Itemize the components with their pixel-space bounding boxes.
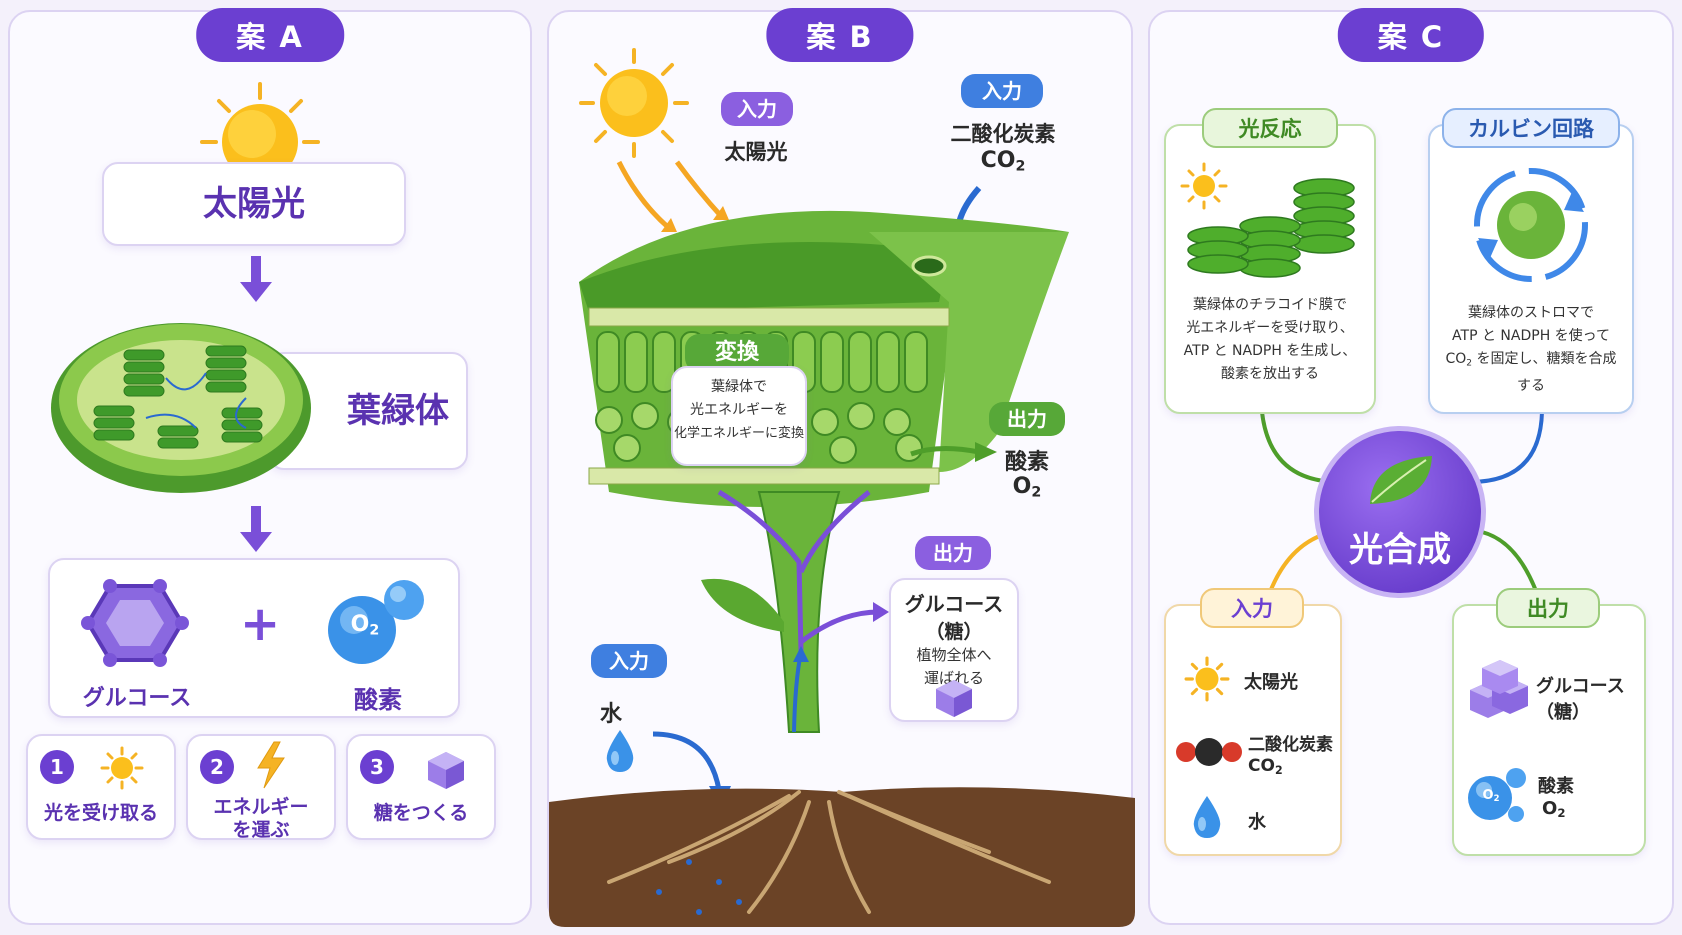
arrow-down-icon: [240, 256, 272, 302]
step-1-number: 1: [40, 750, 74, 784]
input-water-label: 水: [599, 702, 622, 727]
plant-stem: [701, 489, 889, 733]
sugar-cube-icon: [428, 752, 464, 789]
calvin-line4: する: [1517, 378, 1545, 395]
light-reaction-pill: 光反応: [1202, 108, 1338, 148]
sun-icon: [100, 746, 144, 790]
calvin-cycle-text: 葉緑体のストロマで ATP と NADPH を使って CO2 を固定し、糖類を合…: [1428, 302, 1634, 398]
panel-c: 案 C 光反応 葉緑体のチラコイド膜で 光エネルギーを受け取り、 ATP と N…: [1148, 8, 1674, 925]
panel-c-tag: 案 C: [1337, 8, 1485, 62]
output-glucose-line4: 運ばれる: [923, 669, 984, 687]
sunlight-box: 太陽光: [102, 162, 406, 246]
chloroplast-label: 葉緑体: [347, 391, 449, 431]
sunlight-label: 太陽光: [203, 184, 305, 224]
output-glucose-line3: 植物全体へ: [916, 646, 992, 664]
input-box: [1164, 604, 1342, 856]
glucose-label: グルコース: [82, 686, 192, 711]
o2-icon-text: O2: [350, 612, 380, 639]
sun-icon: [579, 48, 689, 158]
step-2-number: 2: [200, 750, 234, 784]
oxygen-label: 酸素: [354, 686, 402, 714]
light-line2: 光エネルギーを受け取り、: [1186, 320, 1354, 336]
output-o2-formula: O2: [1542, 798, 1566, 820]
output-glucose-line2: （糖）: [925, 621, 983, 643]
step-2-label-line1: エネルギー: [213, 796, 309, 818]
glucose-hexagon-icon: [81, 579, 189, 667]
step-3-number: 3: [360, 750, 394, 784]
convert-line1: 葉緑体で: [711, 379, 767, 395]
light-line4: 酸素を放出する: [1221, 366, 1319, 382]
calvin-cycle-pill: カルビン回路: [1442, 108, 1620, 148]
step-3-label: 糖をつくる: [373, 802, 469, 824]
light-line3: ATP と NADPH を生成し、: [1183, 343, 1357, 359]
convert-pill: 変換: [685, 334, 789, 372]
sugar-cubes-icon: [1470, 660, 1528, 718]
panel-a: 案 A 太陽光 葉緑体: [8, 8, 532, 925]
output-glucose-line1: グルコース: [1536, 676, 1625, 697]
input-co2-formula: CO2: [980, 148, 1026, 175]
thylakoid-icon: [1180, 162, 1355, 278]
input-co2-label: 二酸化炭素: [1248, 735, 1333, 755]
water-drop-icon: [1193, 796, 1221, 838]
panel-a-tag: 案 A: [196, 8, 344, 62]
step-2-label-line2: を運ぶ: [232, 819, 290, 841]
output-glucose-line1: グルコース: [904, 592, 1004, 616]
step-1-label: 光を受け取る: [43, 802, 158, 824]
panel-b-tag: 案 B: [766, 8, 914, 62]
leaf-icon: [1370, 456, 1432, 504]
light-reaction-text: 葉緑体のチラコイド膜で 光エネルギーを受け取り、 ATP と NADPH を生成…: [1164, 294, 1376, 386]
output-glucose-pill: 出力: [915, 536, 991, 570]
light-line1: 葉緑体のチラコイド膜で: [1193, 297, 1347, 313]
photosynthesis-center: [1314, 426, 1486, 598]
input-water-pill: 入力: [591, 644, 667, 678]
output-o2-label: 酸素: [1004, 450, 1049, 475]
o2-icon-text: O2: [1482, 788, 1500, 804]
input-water-label: 水: [1248, 812, 1266, 833]
convert-box: 葉緑体で 光エネルギーを 化学エネルギーに変換: [671, 366, 807, 466]
calvin-line2: ATP と NADPH を使って: [1452, 328, 1610, 344]
calvin-cycle-icon: [1474, 168, 1588, 282]
sugar-cube-icon: [936, 680, 972, 717]
water-drop-icon: [606, 730, 634, 772]
o2-arrow: [910, 442, 997, 462]
chloroplast-icon: [51, 323, 311, 493]
convert-line3: 化学エネルギーに変換: [673, 426, 804, 441]
co2-molecule-icon: [1176, 738, 1242, 766]
input-pill: 入力: [1200, 588, 1304, 628]
arrow-down-icon: [240, 506, 272, 552]
input-sun-label: 太陽光: [1244, 672, 1298, 693]
photosynthesis-label: 光合成: [1349, 530, 1451, 570]
output-pill: 出力: [1496, 588, 1600, 628]
sun-icon: [1184, 656, 1230, 702]
calvin-line3: CO2 を固定し、糖類を合成: [1445, 351, 1617, 369]
input-sun-label: 太陽光: [724, 140, 788, 164]
lightning-icon: [257, 741, 285, 789]
plus-sign: +: [240, 596, 281, 652]
input-co2-formula: CO2: [1248, 756, 1283, 777]
oxygen-molecule-icon: [1468, 768, 1526, 822]
convert-line2: 光エネルギーを: [690, 402, 788, 418]
output-o2-pill: 出力: [989, 402, 1065, 436]
calvin-line1: 葉緑体のストロマで: [1468, 305, 1594, 321]
soil-roots: [549, 787, 1135, 927]
oxygen-molecule-icon: [328, 580, 424, 664]
input-co2-label: 二酸化炭素: [950, 122, 1056, 146]
sunlight-arrows: [616, 160, 729, 232]
output-glucose-line2: （糖）: [1536, 702, 1590, 723]
output-o2-label: 酸素: [1538, 776, 1574, 797]
input-co2-pill: 入力: [961, 74, 1043, 108]
input-sun-pill: 入力: [721, 92, 793, 126]
panel-b: 案 B 入力 太陽光 入力 二酸化炭素 CO2: [547, 8, 1135, 927]
output-o2-formula: O2: [1012, 474, 1042, 501]
